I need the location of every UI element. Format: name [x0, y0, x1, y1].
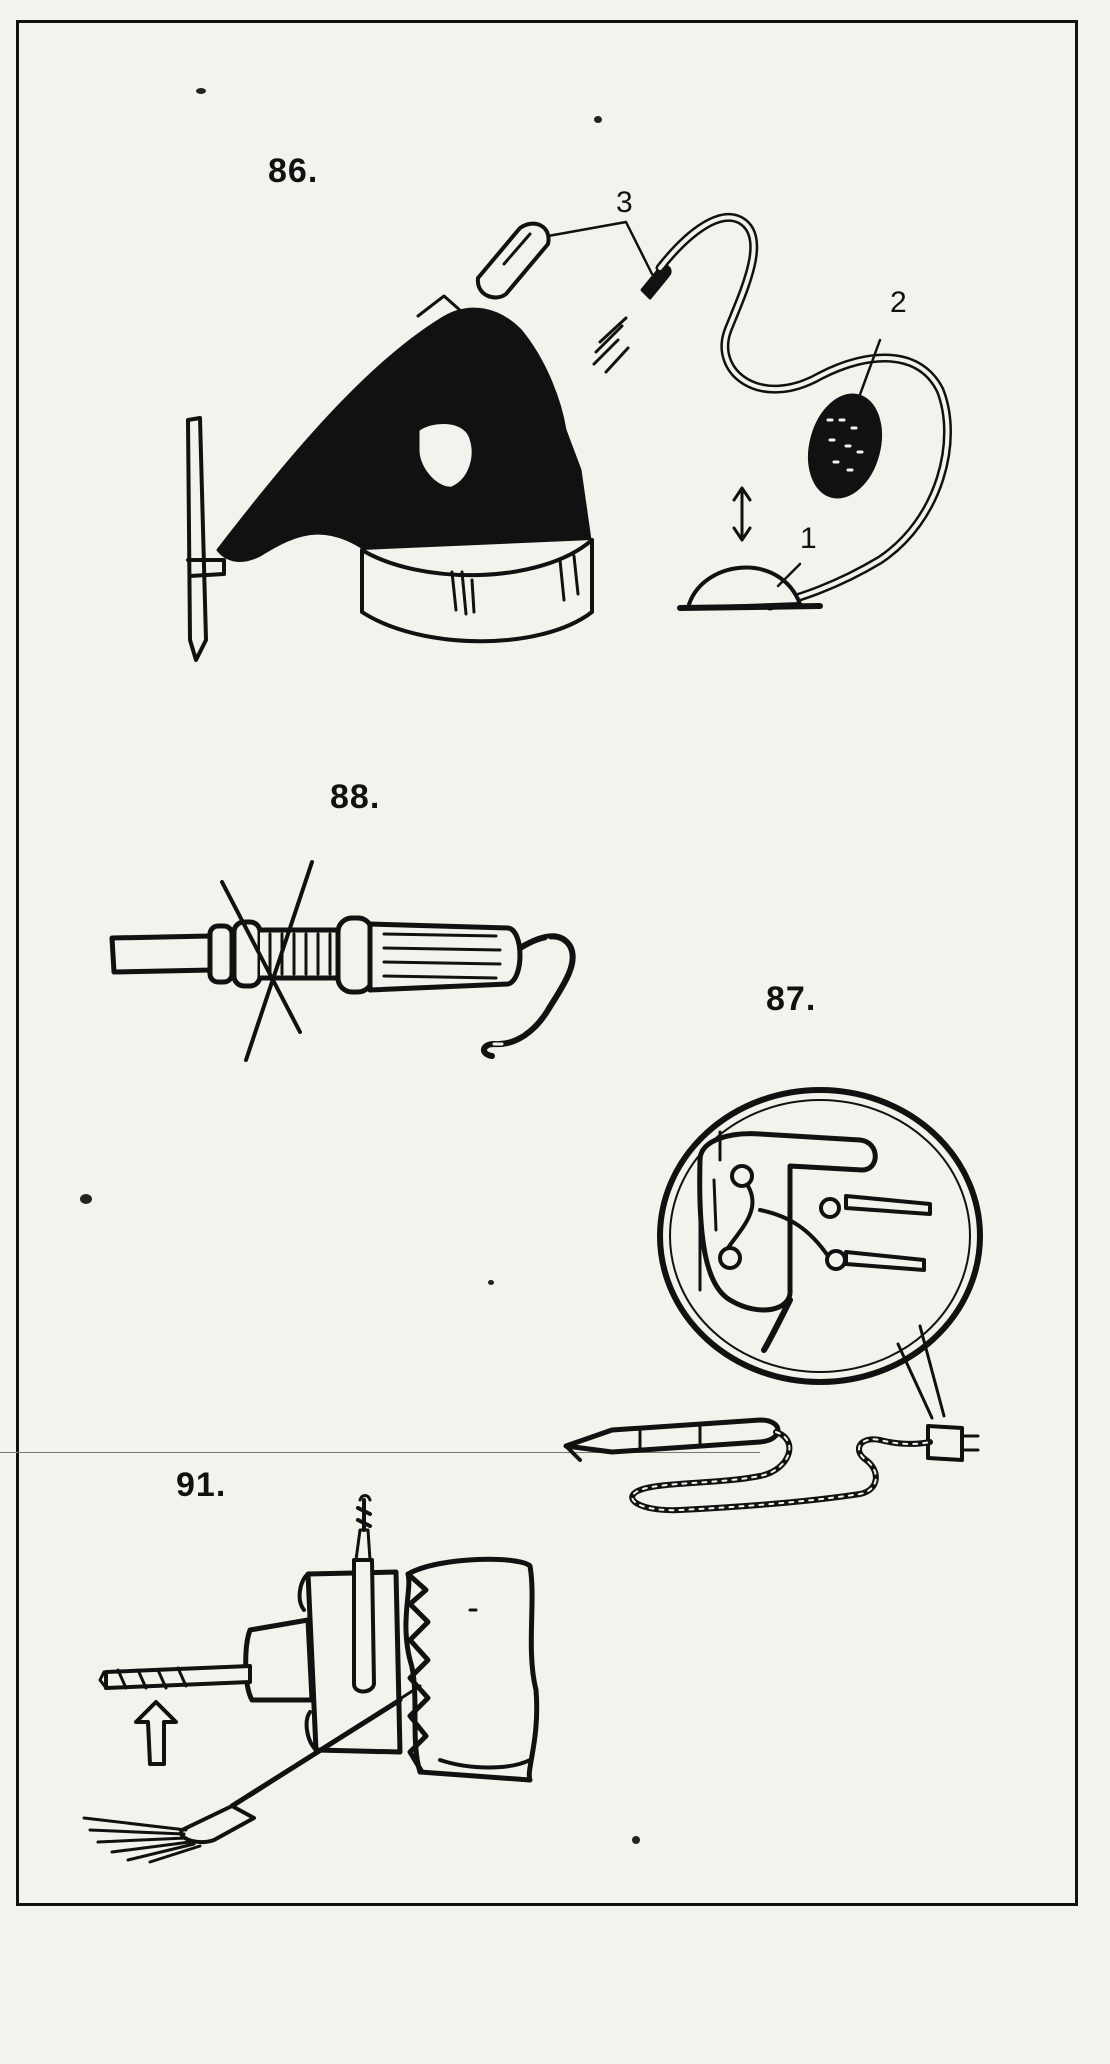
figure-86-drawing [186, 212, 952, 662]
callout-2: 2 [890, 286, 907, 319]
callout-3: 3 [616, 186, 633, 219]
speckle [488, 1280, 494, 1285]
callout-1: 1 [800, 522, 817, 555]
figure-label-87: 87. [766, 980, 817, 1018]
figure-label-88: 88. [330, 778, 381, 816]
scan-artifact-line [0, 1452, 760, 1453]
figure-91-drawing [82, 1494, 540, 1864]
figure-88-drawing [109, 860, 576, 1062]
figure-label-86: 86. [268, 152, 319, 190]
speckle [80, 1194, 92, 1204]
speckle [196, 88, 206, 94]
figure-87-drawing [563, 1087, 983, 1514]
speckle [632, 1836, 640, 1844]
figure-label-91: 91. [176, 1466, 227, 1504]
speckle [594, 116, 602, 123]
illustration-frame [16, 20, 1078, 1906]
